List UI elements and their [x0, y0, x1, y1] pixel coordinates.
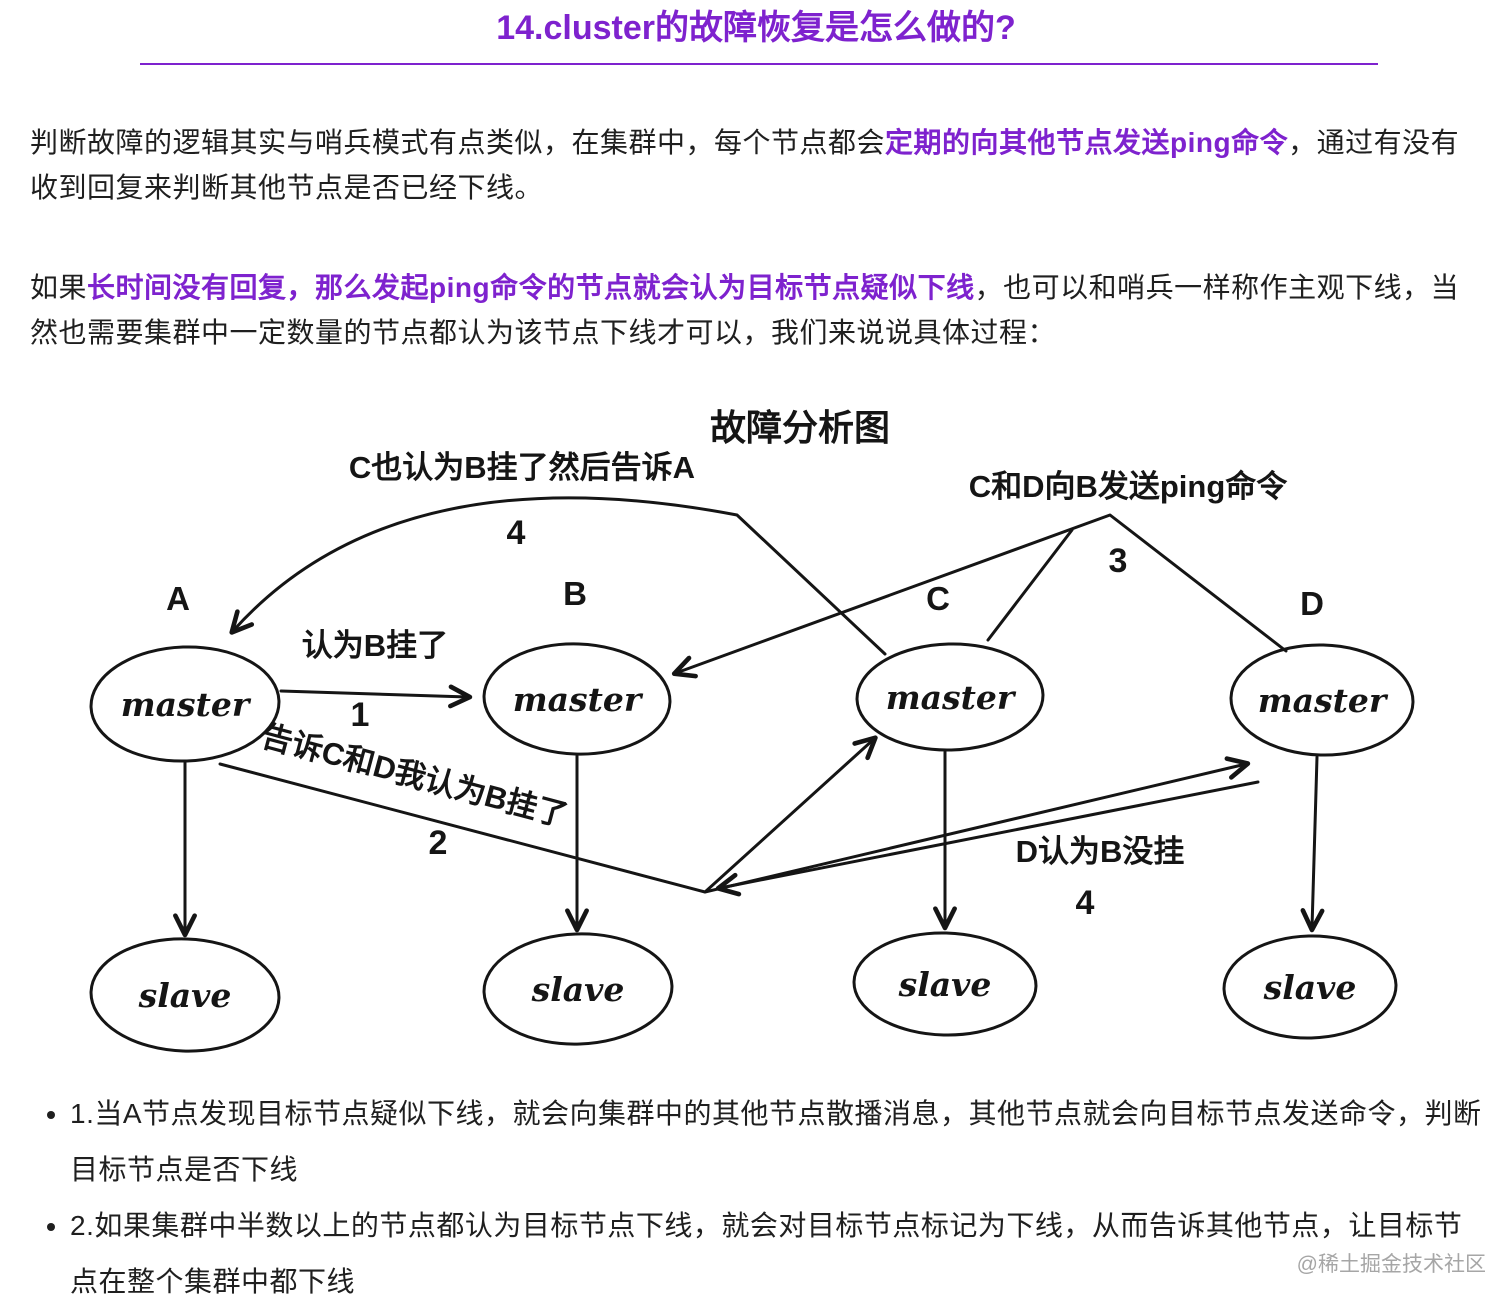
- node-a-master-label: master: [121, 685, 252, 724]
- edge-step1-a-to-b: [279, 684, 473, 709]
- annotation-step4-d-number: 4: [1076, 884, 1095, 922]
- node-b-slave-ellipse: [482, 932, 674, 1046]
- edge-d-master-to-slave: [1300, 755, 1325, 933]
- failure-analysis-figure: 故障分析图 C也认为B挂了然后告诉A 4 C和D向B发送ping命令 3 A B…: [0, 402, 1512, 1072]
- highlight-text: 定期的向其他节点发送ping命令: [885, 126, 1289, 158]
- node-a-slave-label: slave: [138, 976, 232, 1015]
- edge-step3-d-to-b: [671, 513, 1288, 679]
- node-a-slave-ellipse: [89, 937, 281, 1053]
- node-a-master-ellipse: [89, 645, 281, 763]
- annotation-step4-d: D认为B没挂: [1016, 834, 1185, 869]
- node-b-master-label: master: [513, 680, 644, 719]
- text-segment: ，通过有没有收到回复来判断其他节点是否已经下线。: [30, 126, 1460, 203]
- node-d-master-ellipse: [1229, 643, 1415, 757]
- node-c-slave-ellipse: [852, 931, 1038, 1037]
- node-c-master-ellipse: [855, 642, 1045, 752]
- node-a-letter: A: [166, 580, 190, 617]
- paragraph-2: 如果长时间没有回复，那么发起ping命令的节点就会认为目标节点疑似下线，也可以和…: [30, 266, 1484, 356]
- node-c-master-label: master: [886, 678, 1017, 717]
- annotation-step3: C和D向B发送ping命令: [969, 469, 1289, 504]
- annotation-step2-number: 2: [429, 824, 448, 862]
- watermark: @稀土掘金技术社区: [1296, 1253, 1486, 1276]
- annotation-step3-number: 3: [1109, 542, 1128, 580]
- edge-step4-c-to-a: [229, 496, 887, 656]
- edge-step3-c-branch: [986, 528, 1074, 642]
- annotation-step4-c: C也认为B挂了然后告诉A: [349, 450, 695, 485]
- node-b-master-ellipse: [482, 642, 672, 756]
- edge-step4-d-reply: [715, 780, 1260, 897]
- text-segment: 如果: [30, 272, 88, 304]
- paragraph-1: 判断故障的逻辑其实与哨兵模式有点类似，在集群中，每个节点都会定期的向其他节点发送…: [30, 121, 1484, 211]
- node-b-slave-label: slave: [531, 970, 625, 1009]
- node-c-letter: C: [926, 580, 950, 617]
- page-title: 14.cluster的故障恢复是怎么做的?: [496, 9, 1016, 47]
- node-b-letter: B: [563, 575, 587, 612]
- text-segment: 判断故障的逻辑其实与哨兵模式有点类似，在集群中，每个节点都会: [30, 126, 886, 158]
- list-item-2: 2.如果集群中半数以上的节点都认为目标节点下线，就会对目标节点标记为下线，从而告…: [70, 1198, 1482, 1297]
- node-c-slave-label: slave: [898, 965, 992, 1004]
- node-d-letter: D: [1300, 585, 1324, 622]
- text-segment: ，也可以和哨兵一样称作主观下线，当然也需要集群中一定数量的节点都认为该节点下线才…: [30, 272, 1460, 349]
- node-d-slave-ellipse: [1222, 934, 1398, 1040]
- diagram-title: 故障分析图: [710, 407, 890, 448]
- node-d-slave-label: slave: [1263, 968, 1357, 1007]
- highlight-text: 长时间没有回复，那么发起ping命令的节点就会认为目标节点疑似下线: [87, 272, 975, 304]
- annotation-step4-c-number: 4: [507, 514, 526, 552]
- notes-list: 1.当A节点发现目标节点疑似下线，就会向集群中的其他节点散播消息，其他节点就会向…: [30, 1086, 1482, 1297]
- annotation-step1-number: 1: [351, 696, 370, 734]
- failure-analysis-diagram: 故障分析图 C也认为B挂了然后告诉A 4 C和D向B发送ping命令 3 A B…: [89, 407, 1415, 1053]
- annotation-step1: 认为B挂了: [302, 628, 448, 663]
- node-d-master-label: master: [1258, 681, 1389, 720]
- edge-step2-a-to-d: [703, 756, 1251, 894]
- list-item-1: 1.当A节点发现目标节点疑似下线，就会向集群中的其他节点散播消息，其他节点就会向…: [70, 1086, 1482, 1198]
- title-divider: [140, 62, 1378, 65]
